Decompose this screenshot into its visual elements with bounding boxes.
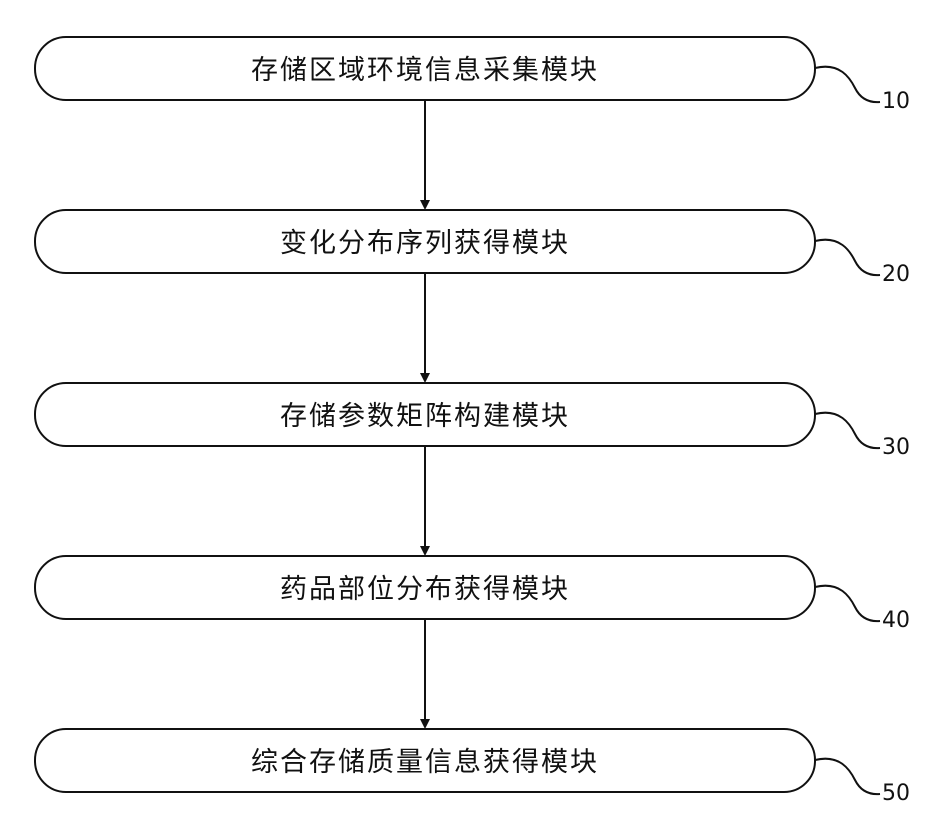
ref-number: 10 <box>882 89 910 114</box>
ref-leader <box>815 586 880 621</box>
ref-leader <box>815 759 880 794</box>
module-10: 存储区域环境信息采集模块 10 <box>35 37 910 114</box>
ref-number: 50 <box>882 781 910 806</box>
module-label: 存储参数矩阵构建模块 <box>280 401 570 432</box>
module-40: 药品部位分布获得模块 40 <box>35 556 910 633</box>
module-30: 存储参数矩阵构建模块 30 <box>35 383 910 460</box>
ref-leader <box>815 413 880 448</box>
ref-number: 30 <box>882 435 910 460</box>
module-label: 综合存储质量信息获得模块 <box>251 747 599 778</box>
module-label: 药品部位分布获得模块 <box>280 574 570 605</box>
module-20: 变化分布序列获得模块 20 <box>35 210 910 287</box>
module-label: 变化分布序列获得模块 <box>280 228 570 259</box>
ref-number: 20 <box>882 262 910 287</box>
ref-leader <box>815 67 880 102</box>
ref-leader <box>815 240 880 275</box>
module-label: 存储区域环境信息采集模块 <box>251 55 599 86</box>
module-50: 综合存储质量信息获得模块 50 <box>35 729 910 806</box>
ref-number: 40 <box>882 608 910 633</box>
